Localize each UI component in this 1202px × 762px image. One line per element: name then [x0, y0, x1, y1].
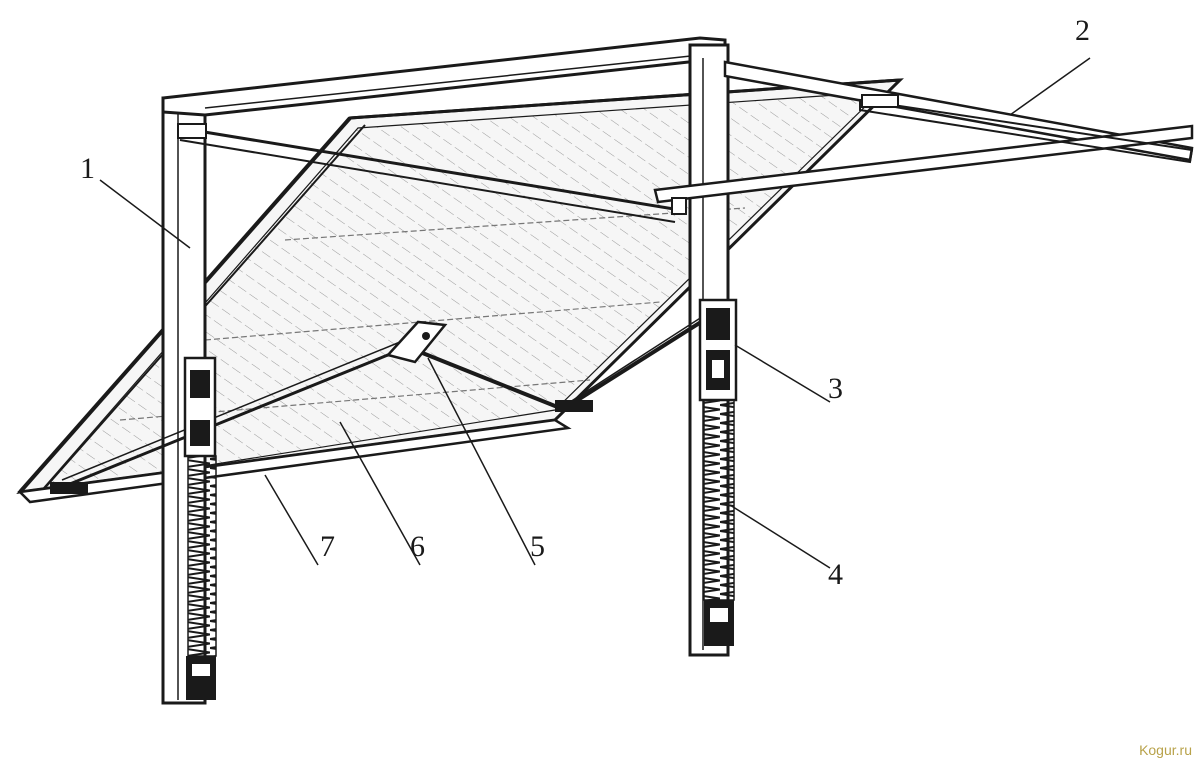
callout-spring-bracket: 3 [828, 372, 843, 405]
callout-guide-rail: 2 [1075, 14, 1090, 47]
callout-bottom-edge: 7 [320, 530, 335, 563]
callout-lever-hinge: 5 [530, 530, 545, 563]
left-spring [183, 356, 217, 700]
callout-frame: 1 [80, 152, 95, 185]
callout-door-leaf: 6 [410, 530, 425, 563]
watermark: Kogur.ru [1139, 742, 1192, 758]
callout-spring: 4 [828, 558, 843, 591]
lever-arms [50, 303, 723, 494]
leader-lines [99, 57, 1091, 569]
right-spring [703, 399, 735, 646]
right-spring-bracket [698, 298, 738, 402]
door-bottom-edge [17, 418, 572, 504]
guide-rails [177, 60, 1194, 223]
